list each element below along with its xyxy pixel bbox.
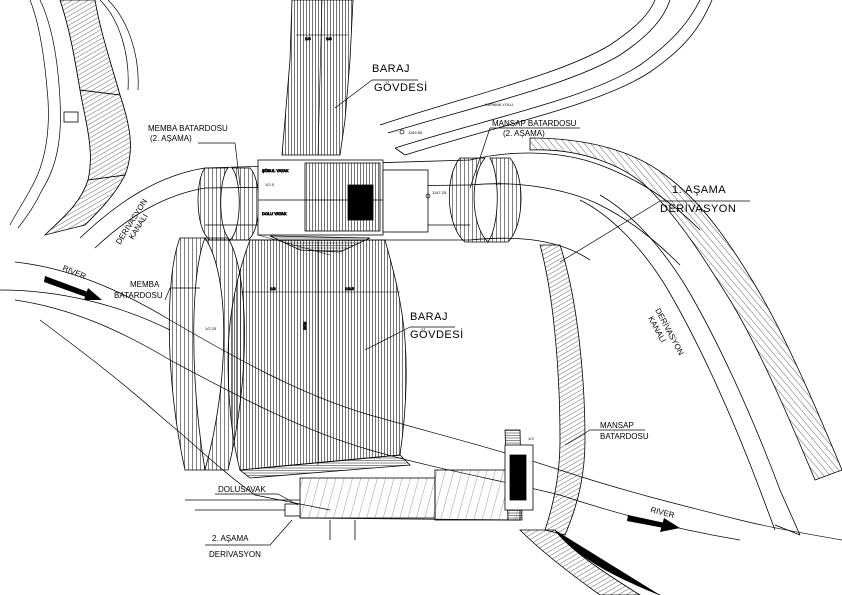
label-govdesi-top: GÖVDESİ [374,81,428,94]
label-river-right: RIVER [650,505,676,520]
svg-text:1/3: 1/3 [495,181,501,186]
label-asama2: 2. AŞAMA [212,534,249,543]
leader-lines [164,79,750,546]
label-dolusavak: DOLUSAVAK [218,485,266,494]
diversion-channel-band [79,152,701,266]
label-mansap-top: MANSAP BATARDOSU [492,119,577,128]
plan-labels: BARAJ GÖVDESİ BARAJ GÖVDESİ MEMBA BATARD… [61,63,736,559]
svg-text:KAPAMA YOLU: KAPAMA YOLU [485,102,513,107]
river-arrow-right [627,515,680,532]
svg-text:1/3.5: 1/3.5 [345,286,355,291]
river-arrow-left [44,276,102,300]
upstream-cofferdam [168,237,245,471]
label-mansap-top-stage: (2. AŞAMA) [503,129,545,138]
svg-text:1/2.25: 1/2.25 [205,326,217,331]
label-river-left: RIVER [61,264,87,282]
svg-text:1/3: 1/3 [270,286,276,291]
svg-text:1147.25: 1147.25 [432,190,447,195]
label-memba-top: MEMBA BATARDOSU [148,124,228,133]
label-asama1: 1. AŞAMA [672,184,726,196]
downstream-cofferdam [504,244,661,595]
label-batardosu-left: BATARDOSU [114,291,163,300]
upper-dam-body: 1/3 1/3 [281,0,354,156]
svg-text:1/3: 1/3 [305,36,311,41]
intake-structure: ŞÜBUL YATAK DOLU YATAK [257,159,429,256]
svg-text:1/3: 1/3 [528,436,534,441]
river [0,261,842,541]
label-derivasyon1: DERİVASYON [660,202,736,215]
svg-text:1/2.5: 1/2.5 [265,182,275,187]
upper-road [379,0,713,156]
spillway-basin [185,454,521,540]
label-baraj-mid: BARAJ [410,311,448,323]
left-hillside [9,0,139,236]
reference-marks: 1169.50 1147.25 1/2.5 1/3 1/2.25 1/3 KAP… [205,102,534,441]
svg-text:1/3: 1/3 [326,36,332,41]
label-memba-top-stage: (2. AŞAMA) [150,134,192,143]
label-memba-left: MEMBA [130,280,160,289]
label-batardosu-right: BATARDOSU [600,432,649,441]
main-dam-body: 1/3 1/3.5 2KM [227,239,407,471]
svg-text:DOLU YATAK: DOLU YATAK [262,211,287,216]
svg-text:ŞÜBUL YATAK: ŞÜBUL YATAK [262,168,289,173]
svg-text:1169.50: 1169.50 [408,130,423,135]
label-mansap-right: MANSAP [600,421,634,430]
label-baraj-top: BARAJ [372,63,410,75]
svg-text:2KM: 2KM [302,322,307,330]
label-derivasyon2: DERİVASYON [209,550,261,559]
label-govdesi-mid: GÖVDESİ [410,328,464,341]
